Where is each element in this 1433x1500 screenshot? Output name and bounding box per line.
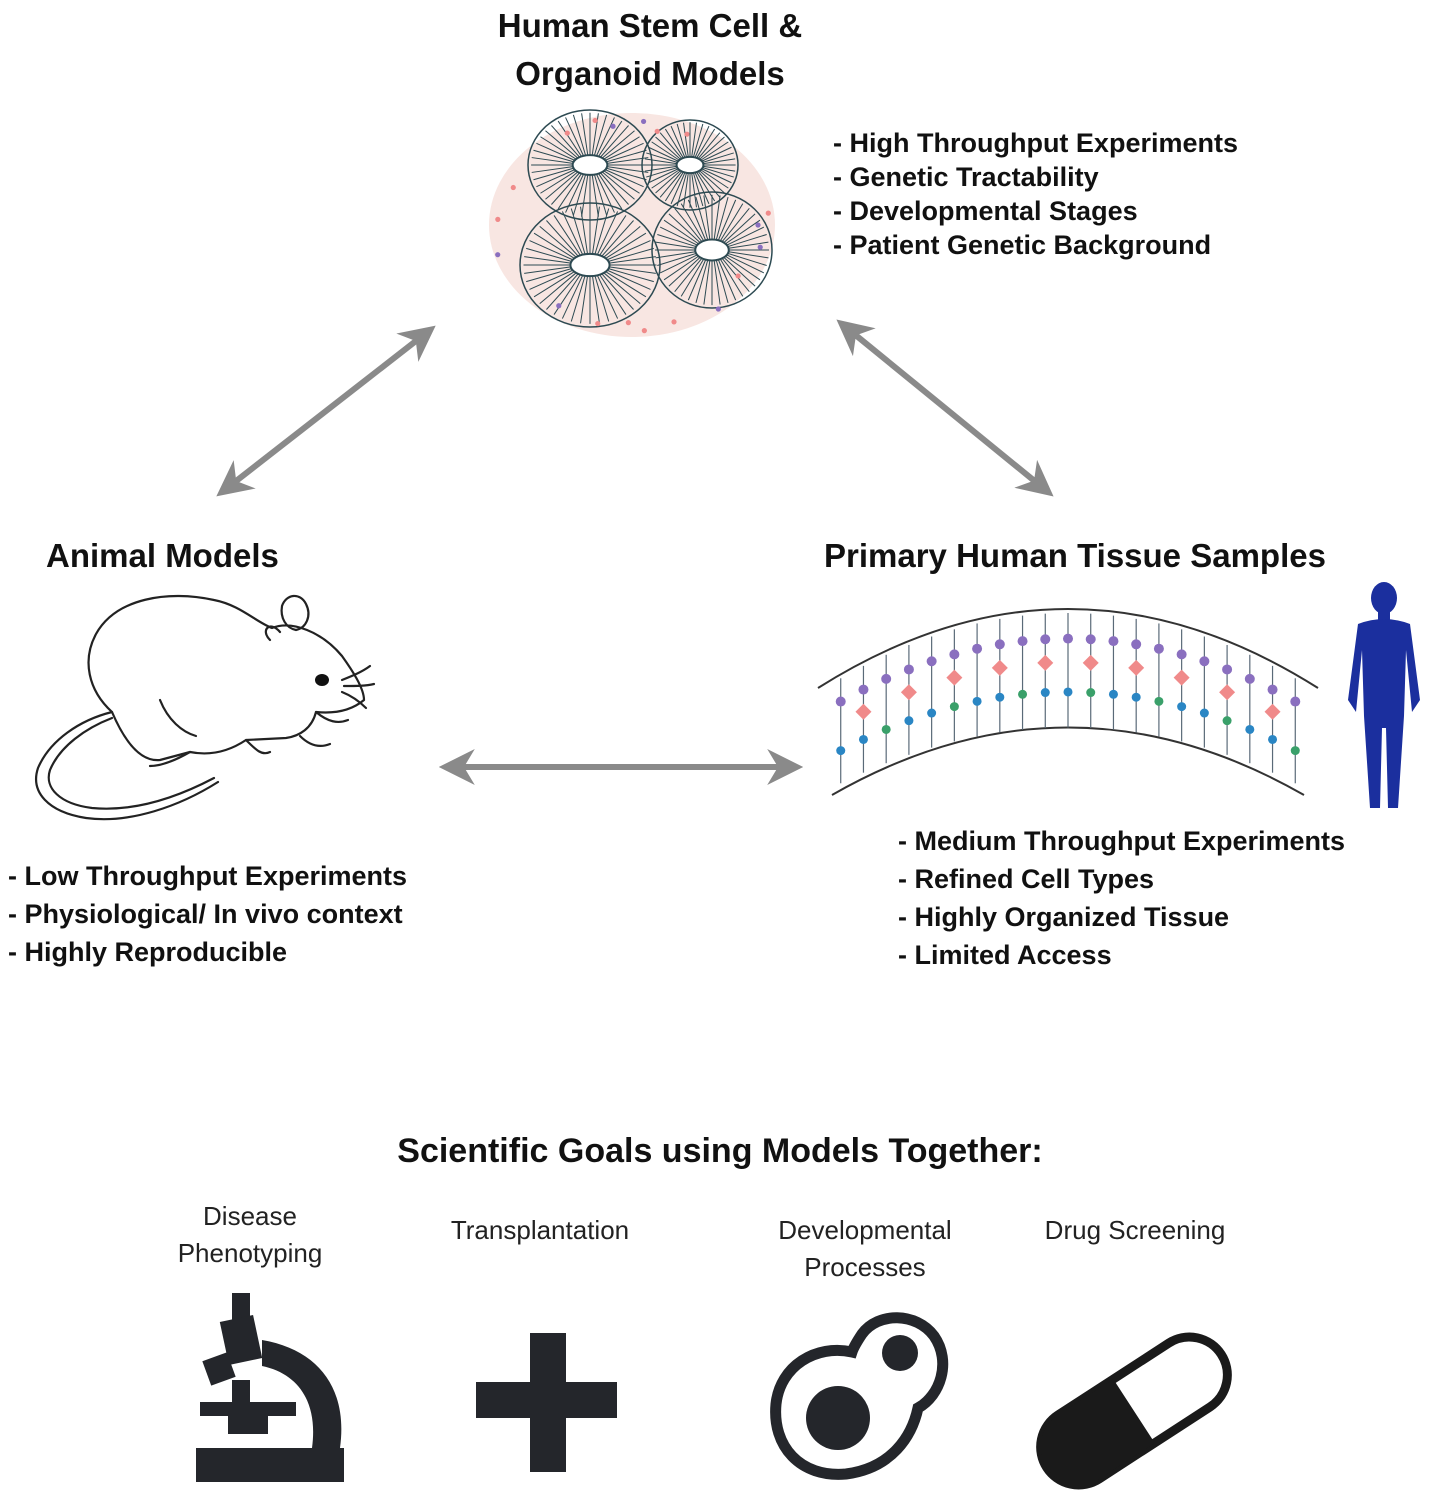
animal-bullet: Low Throughput Experiments (8, 857, 408, 895)
organoid-cell (495, 216, 501, 222)
organoid-cell (556, 303, 562, 309)
rosette (519, 202, 661, 328)
cortex-neuron (1173, 629, 1190, 742)
organoid-cell (765, 210, 771, 216)
organoid-bullet: High Throughput Experiments (833, 126, 1239, 160)
cortex-neuron (881, 654, 892, 764)
cortex-neuron (946, 629, 963, 742)
primary-bullet: Refined Cell Types (898, 860, 1345, 898)
organoid-bullets: High Throughput Experiments Genetic Trac… (833, 126, 1239, 262)
animal-models-title: Animal Models (46, 537, 279, 574)
organoid-bullet: Developmental Stages (833, 194, 1238, 228)
animal-bullet: Physiological/ In vivo context (8, 895, 407, 933)
cortex-neuron (1082, 613, 1099, 729)
organoid-cell (564, 130, 570, 136)
organoid-title: Human Stem Cell & Organoid Models (390, 2, 910, 98)
goal-label-drug-screening: Drug Screening (1015, 1212, 1255, 1249)
organoid-cell (684, 131, 690, 137)
organoid-illustration (489, 109, 775, 337)
organoid-title-line2: Organoid Models (515, 55, 785, 92)
organoid-cell (595, 320, 601, 327)
cortex-neuron (1153, 623, 1164, 737)
goal-label-line: Drug Screening (1044, 1215, 1226, 1245)
cortex-neuron (1128, 618, 1145, 733)
organoid-cell (641, 328, 647, 334)
organoid-cell (755, 222, 761, 228)
capsule-icon (1036, 1332, 1232, 1490)
cortex-neuron (1264, 665, 1281, 773)
animal-bullet: Highly Reproducible (8, 933, 407, 971)
goals-heading: Scientific Goals using Models Together: (397, 1132, 1043, 1170)
cortex-neuron (1063, 613, 1073, 728)
primary-tissue-title: Primary Human Tissue Samples (824, 537, 1326, 574)
cortex-slice-illustration (817, 608, 1319, 796)
rat-illustration (35, 594, 376, 821)
primary-bullet: Limited Access (898, 936, 1345, 974)
goal-label-disease-phenotyping: Disease Phenotyping (150, 1198, 350, 1272)
primary-bullets: Medium Throughput Experiments Refined Ce… (898, 822, 1346, 974)
dividing-cell-icon (770, 1312, 949, 1480)
microscope-icon (196, 1293, 344, 1482)
goal-label-line: Developmental (778, 1215, 952, 1245)
cortex-neuron (1199, 636, 1210, 748)
arrow-organoid-animal (216, 325, 436, 497)
goal-label-developmental-processes: Developmental Processes (745, 1212, 985, 1286)
cortex-neuron (855, 665, 872, 773)
organoid-cell (495, 252, 501, 258)
organoid-cells (495, 117, 771, 334)
organoid-cell (610, 123, 616, 129)
organoid-cell (715, 306, 721, 312)
rat-eye (315, 674, 329, 686)
goal-label-line: Processes (804, 1252, 926, 1282)
cortex-neuron (1017, 615, 1028, 730)
organoid-bullet: Genetic Tractability (833, 160, 1238, 194)
organoid-cell (757, 244, 763, 250)
goal-label-line: Transplantation (450, 1215, 630, 1245)
primary-bullet: Highly Organized Tissue (898, 898, 1345, 936)
cortex-neuron (972, 623, 983, 737)
goal-label-line: Disease (203, 1201, 297, 1231)
cortex-neuron (991, 618, 1008, 733)
organoid-cell (671, 319, 677, 325)
cortex-neuron (1037, 613, 1054, 729)
organoid-cell (592, 117, 598, 124)
cortex-neuron (926, 636, 937, 748)
organoid-title-line1: Human Stem Cell & (497, 7, 803, 44)
organoid-cell (625, 320, 631, 326)
organoid-cell (510, 184, 516, 191)
rosette (651, 191, 773, 309)
organoid-cell (640, 118, 647, 125)
cortex-neuron (1219, 644, 1236, 755)
organoid-cell (654, 128, 660, 134)
primary-bullet: Medium Throughput Experiments (898, 822, 1346, 860)
cortex-neuron (835, 678, 846, 784)
cortex-cells (835, 613, 1301, 784)
animal-bullets: Low Throughput Experiments Physiological… (8, 857, 408, 971)
goal-label-transplantation: Transplantation (420, 1212, 660, 1249)
cortex-neuron (1290, 678, 1301, 784)
cortex-neuron (1244, 654, 1255, 764)
organoid-cell (735, 273, 741, 279)
organoid-rosettes (519, 109, 773, 328)
rosette (527, 109, 653, 221)
human-silhouette-icon (1348, 582, 1420, 808)
cortex-neuron (900, 644, 917, 755)
organoid-bullet: Patient Genetic Background (833, 228, 1238, 262)
cortex-neuron (1108, 615, 1119, 730)
rosette (641, 119, 739, 211)
plus-icon (476, 1333, 617, 1472)
arrow-organoid-primary (836, 319, 1054, 497)
goal-label-line: Phenotyping (177, 1238, 323, 1268)
